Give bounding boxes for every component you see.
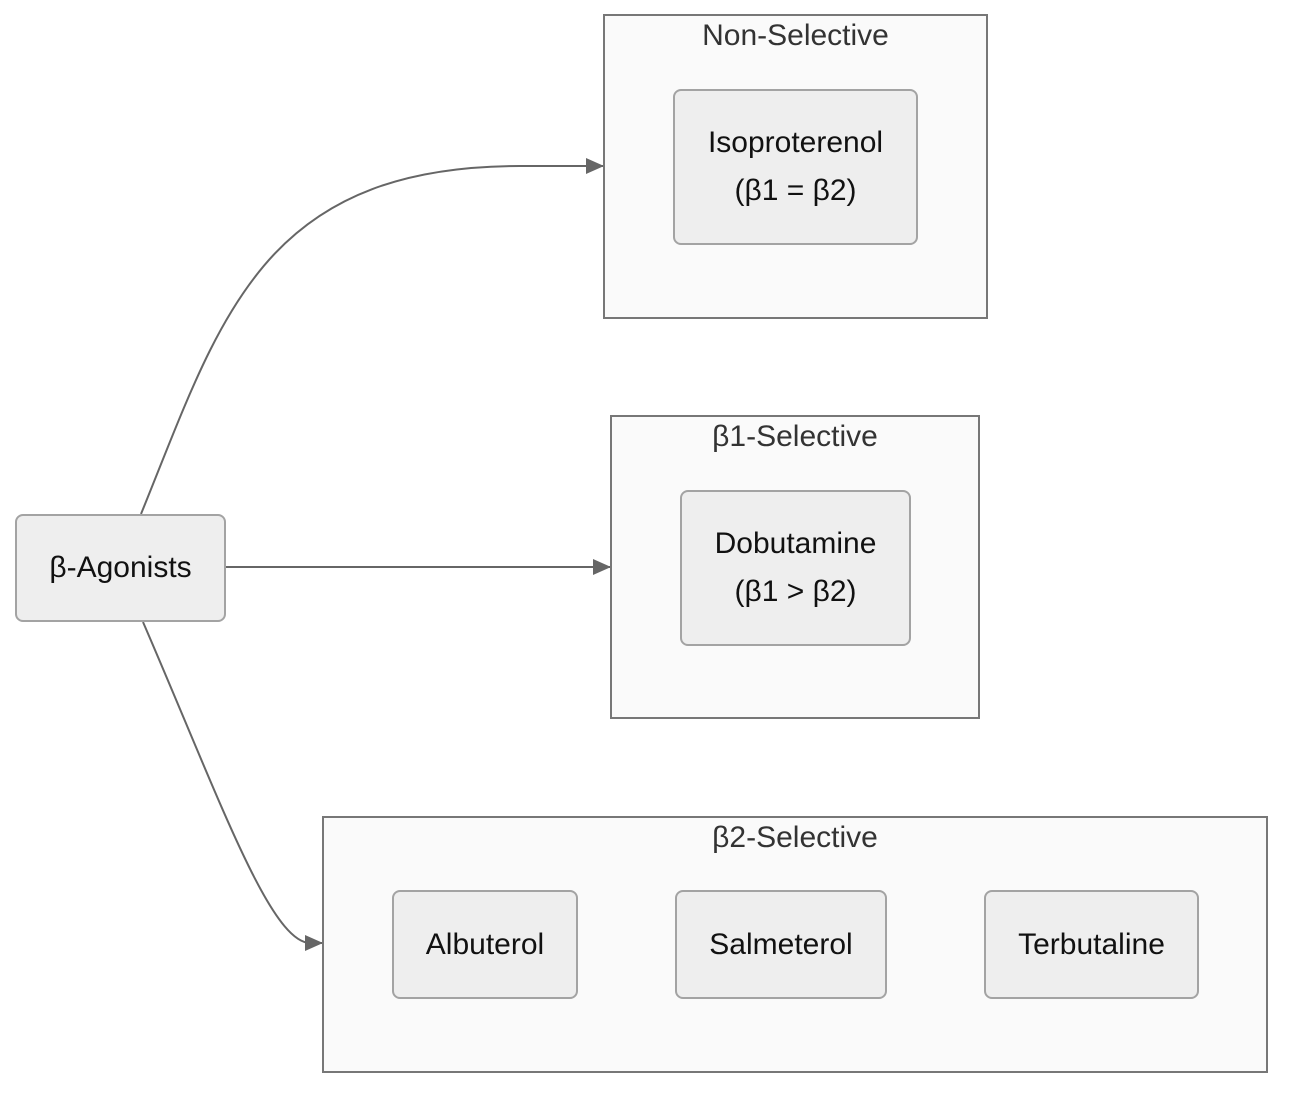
node-terbutaline: Terbutaline [984, 890, 1199, 999]
edge-to-non-selective [140, 158, 604, 515]
edge-to-beta2-selective [142, 621, 323, 951]
node-albuterol-label: Albuterol [425, 927, 545, 961]
group-title-beta2-selective: β2-Selective [712, 821, 878, 854]
group-title-beta1-selective: β1-Selective [712, 420, 878, 453]
node-salmeterol-label: Salmeterol [709, 927, 853, 961]
node-dobutamine: Dobutamine (β1 > β2) [680, 490, 911, 646]
node-dobutamine-name: Dobutamine [714, 527, 877, 560]
node-isoproterenol-selectivity: (β1 = β2) [734, 174, 857, 207]
group-title-non-selective: Non-Selective [702, 19, 889, 52]
node-salmeterol: Salmeterol [675, 890, 887, 999]
root-node-label: β-Agonists [49, 551, 192, 584]
node-isoproterenol-name: Isoproterenol [707, 126, 884, 159]
node-isoproterenol: Isoproterenol (β1 = β2) [673, 89, 918, 245]
root-node-beta-agonists: β-Agonists [15, 514, 226, 622]
node-albuterol: Albuterol [392, 890, 578, 999]
node-terbutaline-label: Terbutaline [1018, 927, 1165, 961]
node-dobutamine-selectivity: (β1 > β2) [734, 575, 857, 608]
